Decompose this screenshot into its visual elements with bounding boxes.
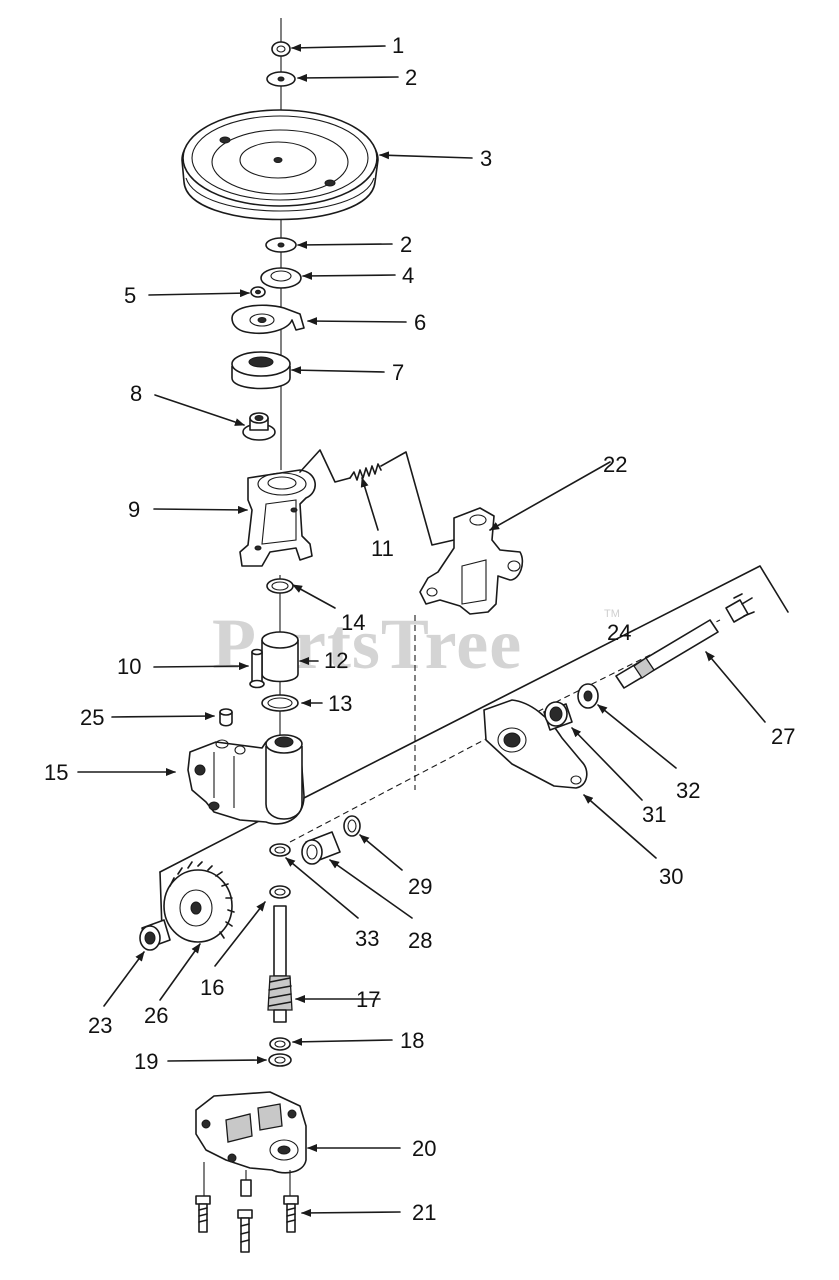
callout-17: 17 <box>356 987 380 1012</box>
part-washer-18 <box>269 1037 291 1051</box>
callout-19: 19 <box>134 1049 158 1074</box>
part-axle-27 <box>615 593 755 689</box>
part-gear-26 <box>163 861 235 943</box>
part-plug-25 <box>219 708 233 727</box>
part-bolt-21-middle <box>237 1179 253 1253</box>
part-spacer-4 <box>260 267 302 289</box>
callout-29: 29 <box>408 874 432 899</box>
callout-11: 11 <box>371 536 394 561</box>
watermark-trademark: TM <box>604 608 620 620</box>
part-washer-2-lower <box>265 237 297 253</box>
callout-1: 1 <box>392 33 404 58</box>
callout-32: 32 <box>676 778 700 803</box>
part-nut-1 <box>271 41 291 57</box>
part-washer-19 <box>268 1053 292 1067</box>
part-nut-5 <box>250 286 266 298</box>
bolt-guide-lines <box>203 1162 291 1196</box>
callout-13: 13 <box>328 691 352 716</box>
callout-14: 14 <box>341 610 365 635</box>
callout-27: 27 <box>771 724 795 749</box>
part-bushing-23 <box>139 919 171 951</box>
callout-21: 21 <box>412 1200 436 1225</box>
callout-28: 28 <box>408 928 432 953</box>
callout-15: 15 <box>44 760 68 785</box>
part-bracket-6 <box>231 304 305 335</box>
callout-labels: 1 2 3 2 4 5 6 7 8 22 9 11 14 24 10 12 13… <box>44 33 795 1225</box>
part-washer-32 <box>577 683 599 709</box>
part-pin-10 <box>249 648 265 689</box>
part-bushing-28 <box>301 831 341 865</box>
part-seal-29 <box>343 815 361 837</box>
callout-3: 3 <box>480 146 492 171</box>
callout-33: 33 <box>355 926 379 951</box>
callout-16: 16 <box>200 975 224 1000</box>
callout-10: 10 <box>117 654 141 679</box>
callout-20: 20 <box>412 1136 436 1161</box>
part-bushing-8 <box>242 412 276 441</box>
part-sleeve-12 <box>261 631 299 683</box>
part-lower-housing-20 <box>195 1091 307 1174</box>
callout-leaders <box>77 43 766 1217</box>
callout-23: 23 <box>88 1013 112 1038</box>
part-bolt-21-right <box>283 1195 299 1233</box>
part-washer-2-top <box>266 71 296 87</box>
part-oring-14 <box>266 578 294 594</box>
callout-30: 30 <box>659 864 683 889</box>
part-bolt-21-left <box>195 1195 211 1233</box>
callout-8: 8 <box>130 381 142 406</box>
callout-26: 26 <box>144 1003 168 1028</box>
callout-31: 31 <box>642 802 666 827</box>
part-washer-16 <box>269 885 291 899</box>
callout-4: 4 <box>402 263 414 288</box>
callout-5: 5 <box>124 283 136 308</box>
part-bushing-31 <box>543 701 573 731</box>
part-worm-shaft-17 <box>267 905 293 1023</box>
callout-18: 18 <box>400 1028 424 1053</box>
part-plate-30 <box>483 699 588 789</box>
part-pulley-3 <box>181 109 379 221</box>
callout-12: 12 <box>324 648 348 673</box>
callout-2: 2 <box>405 65 417 90</box>
callout-24: 24 <box>607 620 631 645</box>
part-washer-13 <box>261 694 299 712</box>
callout-2: 2 <box>400 232 412 257</box>
callout-9: 9 <box>128 497 140 522</box>
part-bearing-7 <box>231 351 291 390</box>
callout-25: 25 <box>80 705 104 730</box>
callout-7: 7 <box>392 360 404 385</box>
part-washer-33 <box>269 843 291 857</box>
part-spring-11 <box>299 449 455 546</box>
part-upper-housing-15 <box>187 734 305 825</box>
part-bracket-22 <box>419 507 524 615</box>
callout-22: 22 <box>603 452 627 477</box>
callout-6: 6 <box>414 310 426 335</box>
part-idler-arm-9 <box>239 469 316 567</box>
